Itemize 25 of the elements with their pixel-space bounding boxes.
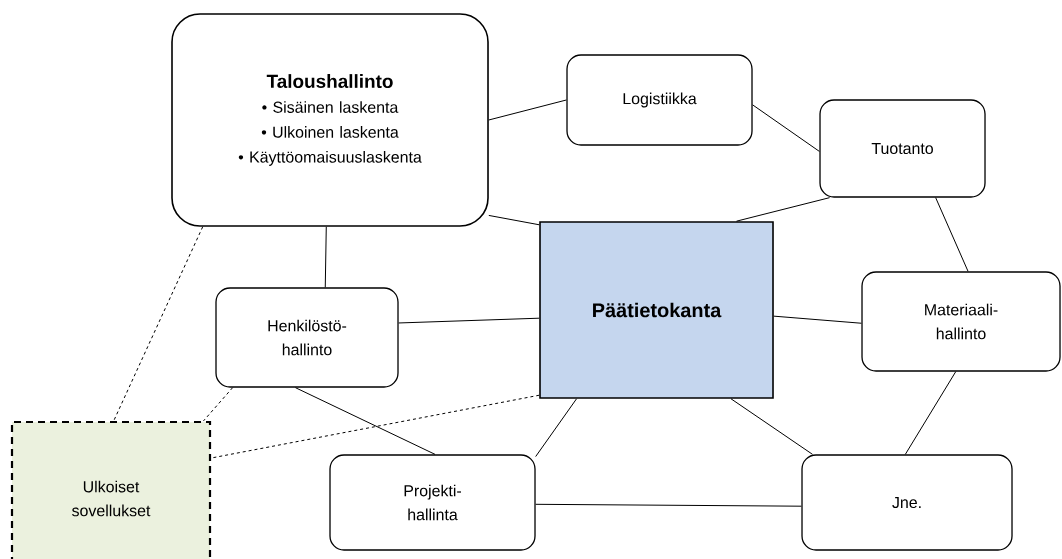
- rounded-box: Projekti- hallinta: [329, 454, 536, 551]
- connector-line: [294, 387, 436, 455]
- rounded-box: Tuotanto: [819, 99, 986, 198]
- connector-line: [210, 394, 540, 459]
- connector-line: [752, 104, 820, 152]
- connector-line: [730, 398, 813, 455]
- connector-line: [904, 371, 957, 455]
- connector-line: [113, 226, 204, 422]
- connector-line: [535, 503, 802, 507]
- connector-line: [736, 197, 831, 222]
- dashed-box: Ulkoiset sovellukset: [10, 420, 212, 559]
- connector-line: [488, 214, 540, 226]
- connector-line: [773, 315, 862, 324]
- rounded-box: Jne.: [801, 454, 1013, 551]
- connector-line: [535, 398, 578, 458]
- database-box: Päätietokanta: [539, 221, 774, 399]
- connector-line: [398, 317, 540, 324]
- connector-line: [324, 226, 327, 288]
- rounded-box: Taloushallinto • Sisäinen laskenta • Ulkoinen laskenta • Käyttöomaisuuslaskenta: [171, 13, 489, 227]
- rounded-box: Henkilöstö- hallinto: [215, 287, 399, 388]
- connector-line: [488, 99, 567, 121]
- connector-line: [935, 197, 969, 272]
- rounded-box: Logistiikka: [566, 54, 753, 146]
- rounded-box: Materiaali- hallinto: [861, 271, 1061, 372]
- connector-line: [203, 387, 234, 422]
